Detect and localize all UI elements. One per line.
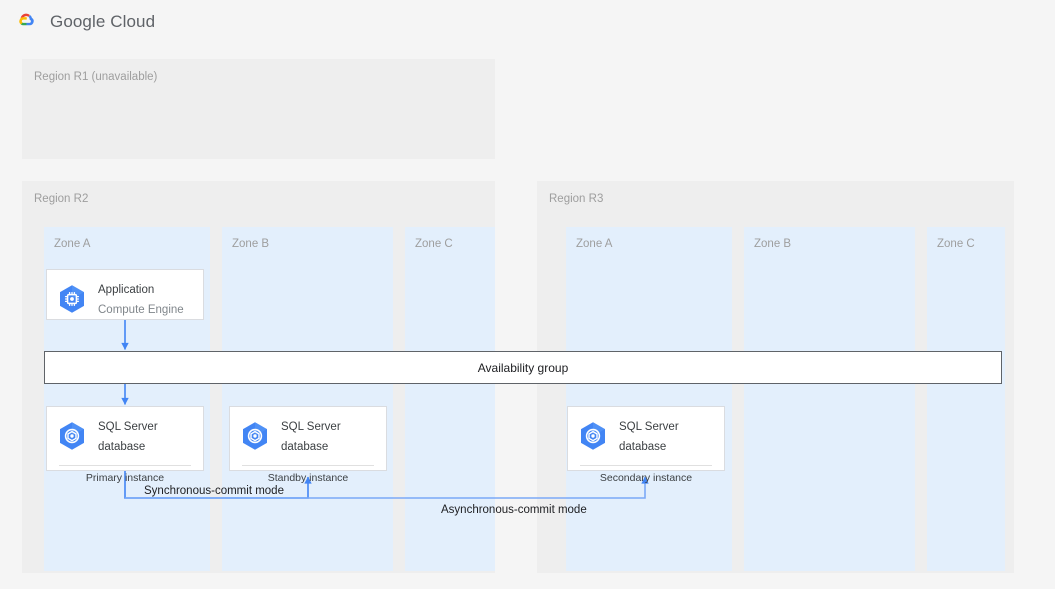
standby-card-divider bbox=[242, 465, 374, 466]
zone-r3-a-label: Zone A bbox=[576, 238, 613, 250]
app-title: Google Cloud bbox=[50, 12, 156, 31]
primary-instance-card[interactable]: SQL Server database Primary instance bbox=[46, 406, 204, 484]
primary-card-body: SQL Server database bbox=[47, 407, 203, 465]
secondary-card-divider bbox=[580, 465, 712, 466]
synchronous-commit-mode-label: Synchronous-commit mode bbox=[144, 485, 284, 497]
zone-r3-c: Zone C bbox=[927, 227, 1005, 571]
region-r1-label: Region R1 (unavailable) bbox=[34, 71, 158, 83]
zone-r3-c-label: Zone C bbox=[937, 238, 975, 250]
compute-engine-icon bbox=[56, 283, 88, 315]
secondary-instance-role: Secondary instance bbox=[599, 472, 693, 484]
asynchronous-commit-mode-label: Asynchronous-commit mode bbox=[441, 504, 587, 516]
primary-card-text: SQL Server database bbox=[98, 416, 158, 456]
standby-instance-card[interactable]: SQL Server database Standby instance bbox=[229, 406, 387, 484]
zone-r3-b: Zone B bbox=[744, 227, 915, 571]
sql-server-database-icon bbox=[239, 420, 271, 452]
secondary-title: SQL Server bbox=[619, 421, 679, 433]
application-card-body: Application Compute Engine bbox=[47, 270, 203, 328]
standby-title: SQL Server bbox=[281, 421, 341, 433]
primary-subtitle: database bbox=[98, 441, 146, 453]
secondary-subtitle: database bbox=[619, 441, 667, 453]
application-title: Application bbox=[98, 284, 155, 296]
standby-card-body: SQL Server database bbox=[230, 407, 386, 465]
region-r1: Region R1 (unavailable) bbox=[22, 59, 495, 159]
application-node-card[interactable]: Application Compute Engine bbox=[46, 269, 204, 320]
zone-r2-c: Zone C bbox=[405, 227, 495, 571]
application-subtitle: Compute Engine bbox=[98, 304, 184, 316]
zone-r3-a: Zone A bbox=[566, 227, 732, 571]
primary-card-divider bbox=[59, 465, 191, 466]
application-card-text: Application Compute Engine bbox=[98, 279, 184, 319]
zone-r2-a-label: Zone A bbox=[54, 238, 91, 250]
zone-r2-c-label: Zone C bbox=[415, 238, 453, 250]
zone-r3-b-label: Zone B bbox=[754, 238, 792, 250]
availability-group-bar: Availability group bbox=[44, 351, 1002, 384]
zone-r2-b-label: Zone B bbox=[232, 238, 270, 250]
zone-r2-b: Zone B bbox=[222, 227, 393, 571]
app-header: Google Cloud bbox=[0, 0, 1055, 44]
region-r2-label: Region R2 bbox=[34, 193, 89, 205]
primary-title: SQL Server bbox=[98, 421, 158, 433]
availability-group-label: Availability group bbox=[477, 360, 569, 375]
sql-server-database-icon bbox=[577, 420, 609, 452]
secondary-card-text: SQL Server database bbox=[619, 416, 679, 456]
secondary-card-body: SQL Server database bbox=[568, 407, 724, 465]
google-cloud-logo-icon bbox=[14, 9, 40, 35]
sql-server-database-icon bbox=[56, 420, 88, 452]
standby-subtitle: database bbox=[281, 441, 329, 453]
region-r3-label: Region R3 bbox=[549, 193, 604, 205]
standby-card-text: SQL Server database bbox=[281, 416, 341, 456]
secondary-instance-card[interactable]: SQL Server database Secondary instance bbox=[567, 406, 725, 484]
